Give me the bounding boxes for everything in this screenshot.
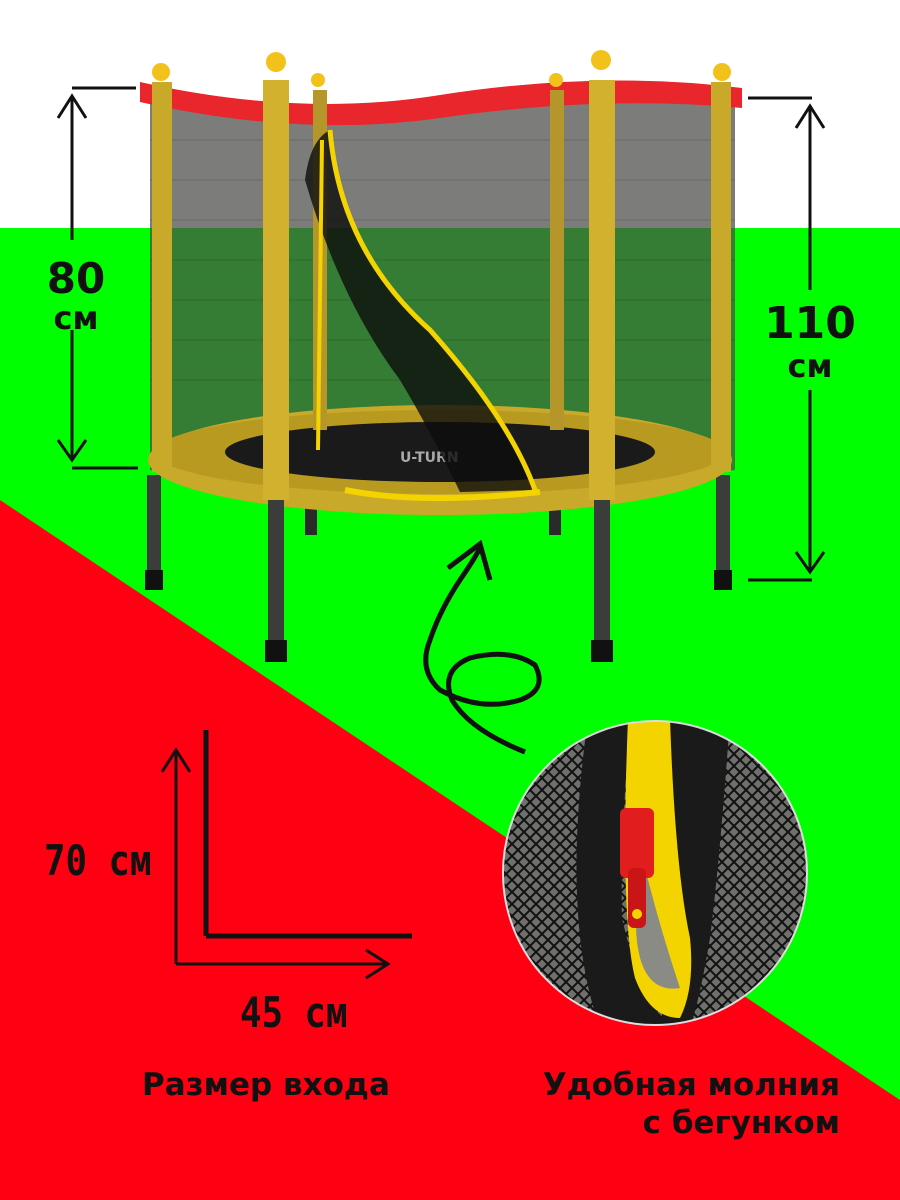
safety-net: [150, 86, 735, 495]
pole: [711, 82, 731, 472]
pole: [550, 90, 564, 430]
closeup-border: [502, 720, 808, 1026]
caption-zipper-line1: Удобная молния: [542, 1067, 840, 1103]
arrow-80-down-head: [56, 439, 88, 463]
leg-front-right: [594, 500, 610, 650]
pole-cap: [311, 73, 325, 87]
caption-zipper: Удобная молния с бегунком: [514, 1066, 840, 1142]
entrance-flap: [305, 130, 535, 492]
pole: [152, 82, 172, 472]
label-total-height-unit: см: [787, 347, 833, 385]
background-red-triangle: [0, 500, 900, 1200]
label-total-height-value: 110: [764, 298, 856, 349]
closeup-fabric-left: [576, 721, 670, 1025]
arrow-110-down-head: [794, 551, 826, 575]
label-total-height: 110 см: [760, 298, 860, 385]
zipper-slider-hole: [632, 909, 642, 919]
leg-foot: [714, 570, 732, 590]
leg-rear-right: [716, 475, 730, 580]
caption-zipper-line2: с бегунком: [642, 1105, 840, 1141]
leg-front-left: [268, 500, 284, 650]
pole: [589, 80, 615, 500]
net-mesh: [150, 139, 735, 381]
label-entry-height: 70 см: [44, 836, 152, 885]
label-entry-width: 45 см: [240, 988, 348, 1037]
entrance-zipper-bottom: [344, 487, 541, 502]
leg-foot: [591, 640, 613, 662]
zipper-pull-icon: [620, 808, 654, 878]
pole-cap: [713, 63, 731, 81]
label-net-height-unit: см: [53, 299, 99, 337]
pole-cap: [266, 52, 286, 72]
pole-cap: [549, 73, 563, 87]
leg-back-center: [549, 505, 561, 535]
closeup-zipper-open: [636, 868, 680, 989]
arrow-110-up-head: [794, 103, 826, 129]
pole-cap: [152, 63, 170, 81]
arrow-45-head: [365, 948, 391, 980]
pole-cap: [591, 50, 611, 70]
curly-arrow-head: [446, 539, 493, 581]
label-net-height-value: 80: [46, 254, 106, 303]
leg-back-center: [305, 505, 317, 535]
entrance-zipper-left: [316, 139, 324, 451]
arrow-80-up-head: [56, 93, 88, 119]
curly-arrow: [423, 546, 542, 755]
arrow-70-head: [160, 747, 192, 773]
zipper-closeup: [502, 720, 808, 1026]
pole: [263, 80, 289, 500]
leg-foot: [145, 570, 163, 590]
caption-entry-size: Размер входа: [142, 1067, 390, 1103]
entrance-zipper: [327, 129, 538, 491]
leg-foot: [265, 640, 287, 662]
leg-rear-left: [147, 475, 161, 580]
label-net-height: 80 см: [30, 254, 122, 337]
